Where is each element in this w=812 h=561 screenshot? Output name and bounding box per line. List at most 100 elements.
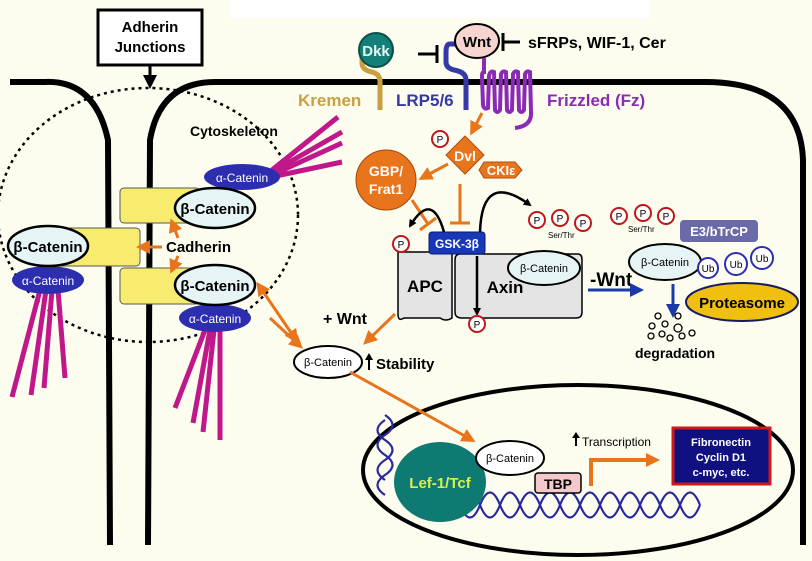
- degradation-label: degradation: [635, 345, 715, 361]
- dna-helix-icon: [376, 414, 702, 519]
- beta-catenin-destruction-label: β-Catenin: [520, 263, 568, 275]
- gbp-frat1-node: [355, 149, 417, 211]
- adherin-junctions-box: [96, 8, 204, 67]
- junction-exchange-arrow: [256, 281, 299, 344]
- alpha-catenin-bottom-label: α-Catenin: [189, 312, 241, 326]
- gsk-to-apc-phospho-arrow: [408, 208, 446, 233]
- junction-to-cytoplasm-arrow: [268, 316, 303, 349]
- ubiquitin-chain: Ub Ub Ub: [697, 246, 774, 279]
- alpha-catenin-top-label: α-Catenin: [216, 171, 268, 185]
- lrp-label: LRP5/6: [396, 91, 454, 110]
- beta-catenin-junction-left: [6, 224, 90, 268]
- plus-wnt-label: + Wnt: [323, 311, 368, 328]
- wnt-ligand: [454, 23, 500, 59]
- beta-catenin-degradation-label: β-Catenin: [641, 257, 689, 269]
- target-gene-3: c-myc, etc.: [693, 467, 750, 479]
- minus-wnt-label: -Wnt: [590, 270, 633, 291]
- cytoskeleton-filaments-top: [270, 115, 344, 179]
- dvl-inhibits-gsk-icon: [450, 184, 470, 225]
- beta-catenin-destruction: [507, 250, 581, 286]
- apc-phospho-label: P: [398, 240, 405, 251]
- top-band: [230, 0, 650, 18]
- alpha-catenin-top: [204, 164, 280, 190]
- dvl-node: [445, 135, 485, 175]
- apc-label: APC: [407, 277, 443, 296]
- inhibitor-bar-icon: [501, 33, 520, 51]
- transcription-label: Transcription: [582, 435, 651, 449]
- lef1-tcf-node: [394, 442, 486, 522]
- svg-text:P: P: [640, 209, 647, 220]
- transcription-up-icon: [572, 432, 580, 446]
- cadherin-arrow-down: [169, 255, 183, 274]
- beta-catenin-junction-left-label: β-Catenin: [13, 239, 82, 256]
- dvl-label: Dvl: [454, 148, 476, 164]
- betacat-phospho-group: P P P: [528, 209, 592, 232]
- frizzled-receptor: [479, 58, 534, 130]
- dkk-inhibition-icon: [418, 45, 439, 63]
- svg-text:P: P: [557, 214, 564, 225]
- plus-wnt-arrow: [363, 312, 397, 345]
- ser-thr-label-1: Ser/Thr: [548, 231, 575, 240]
- cadherin-arrow-up: [168, 218, 183, 239]
- adherin-label-1: Adherin: [122, 19, 179, 36]
- beta-catenin-junction-bottom-label: β-Catenin: [180, 278, 249, 295]
- svg-text:Ub: Ub: [730, 260, 743, 271]
- svg-text:P: P: [616, 212, 623, 223]
- axin-label: Axin: [487, 278, 524, 297]
- alpha-catenin-left: [12, 266, 84, 294]
- beta-catenin-stabilized: [293, 345, 363, 379]
- svg-text:Ub: Ub: [702, 264, 715, 275]
- gsk3b-node: [428, 231, 486, 255]
- degradation-phospho-group: P P P: [610, 204, 675, 225]
- apc-phospho-icon: [392, 235, 410, 253]
- svg-text:Ub: Ub: [756, 254, 769, 265]
- alpha-catenin-left-label: α-Catenin: [22, 274, 74, 288]
- target-gene-2: Cyclin D1: [696, 452, 746, 464]
- gbp-inhibits-gsk-icon: [410, 199, 437, 232]
- svg-text:P: P: [534, 216, 541, 227]
- gbp-label-2: Frat1: [369, 181, 403, 197]
- tbp-label: TBP: [544, 476, 572, 492]
- fz-to-dvl-arrow: [470, 112, 484, 136]
- cytoskeleton-filaments-left: [9, 289, 68, 398]
- kremen-receptor: [359, 55, 383, 110]
- beta-catenin-nuclear-label: β-Catenin: [486, 453, 534, 465]
- cadherin-label: Cadherin: [166, 239, 231, 256]
- right-cell-membrane: [145, 78, 806, 546]
- target-genes-box: [671, 426, 772, 486]
- alpha-catenin-bottom: [179, 304, 251, 332]
- beta-catenin-nuclear: [475, 440, 545, 476]
- frizzled-label: Frizzled (Fz): [547, 91, 645, 110]
- beta-catenin-stabilized-label: β-Catenin: [304, 357, 352, 369]
- proteasome-node: [685, 282, 799, 322]
- adherin-label-2: Junctions: [115, 39, 186, 56]
- beta-catenin-junction-bottom: [173, 263, 257, 307]
- ser-thr-label-2: Ser/Thr: [628, 225, 655, 234]
- beta-catenin-junction-top-label: β-Catenin: [180, 201, 249, 218]
- axin-phospho-icon: [468, 315, 486, 333]
- degradation-fragments-icon: [647, 312, 696, 342]
- cytoskeleton-label: Cytoskeleton: [190, 123, 278, 139]
- dkk-ligand: [358, 32, 394, 68]
- gbp-label-1: GBP/: [369, 163, 403, 179]
- kremen-label: Kremen: [298, 91, 361, 110]
- svg-text:P: P: [580, 219, 587, 230]
- cki-label: CKIε: [487, 163, 516, 178]
- axin-phospho-label: P: [474, 320, 481, 331]
- e3-btrcp-node: [680, 220, 758, 242]
- gsk-to-betacat-phospho-arrow: [478, 191, 532, 233]
- up-arrow-icon: [365, 353, 373, 370]
- proteasome-label: Proteasome: [699, 295, 785, 312]
- to-nucleus-arrow: [349, 370, 476, 442]
- left-cell-membrane: [10, 78, 113, 546]
- stability-label: Stability: [376, 356, 435, 373]
- inhibitors-label: sFRPs, WIF-1, Cer: [528, 35, 666, 52]
- wnt-label: Wnt: [463, 34, 491, 51]
- dkk-label: Dkk: [362, 43, 390, 60]
- lrp-receptor: [443, 41, 469, 110]
- dvl-to-gbp-arrow: [418, 162, 449, 180]
- nucleus: [361, 383, 795, 557]
- cki-node: [478, 161, 523, 179]
- svg-text:P: P: [663, 212, 670, 223]
